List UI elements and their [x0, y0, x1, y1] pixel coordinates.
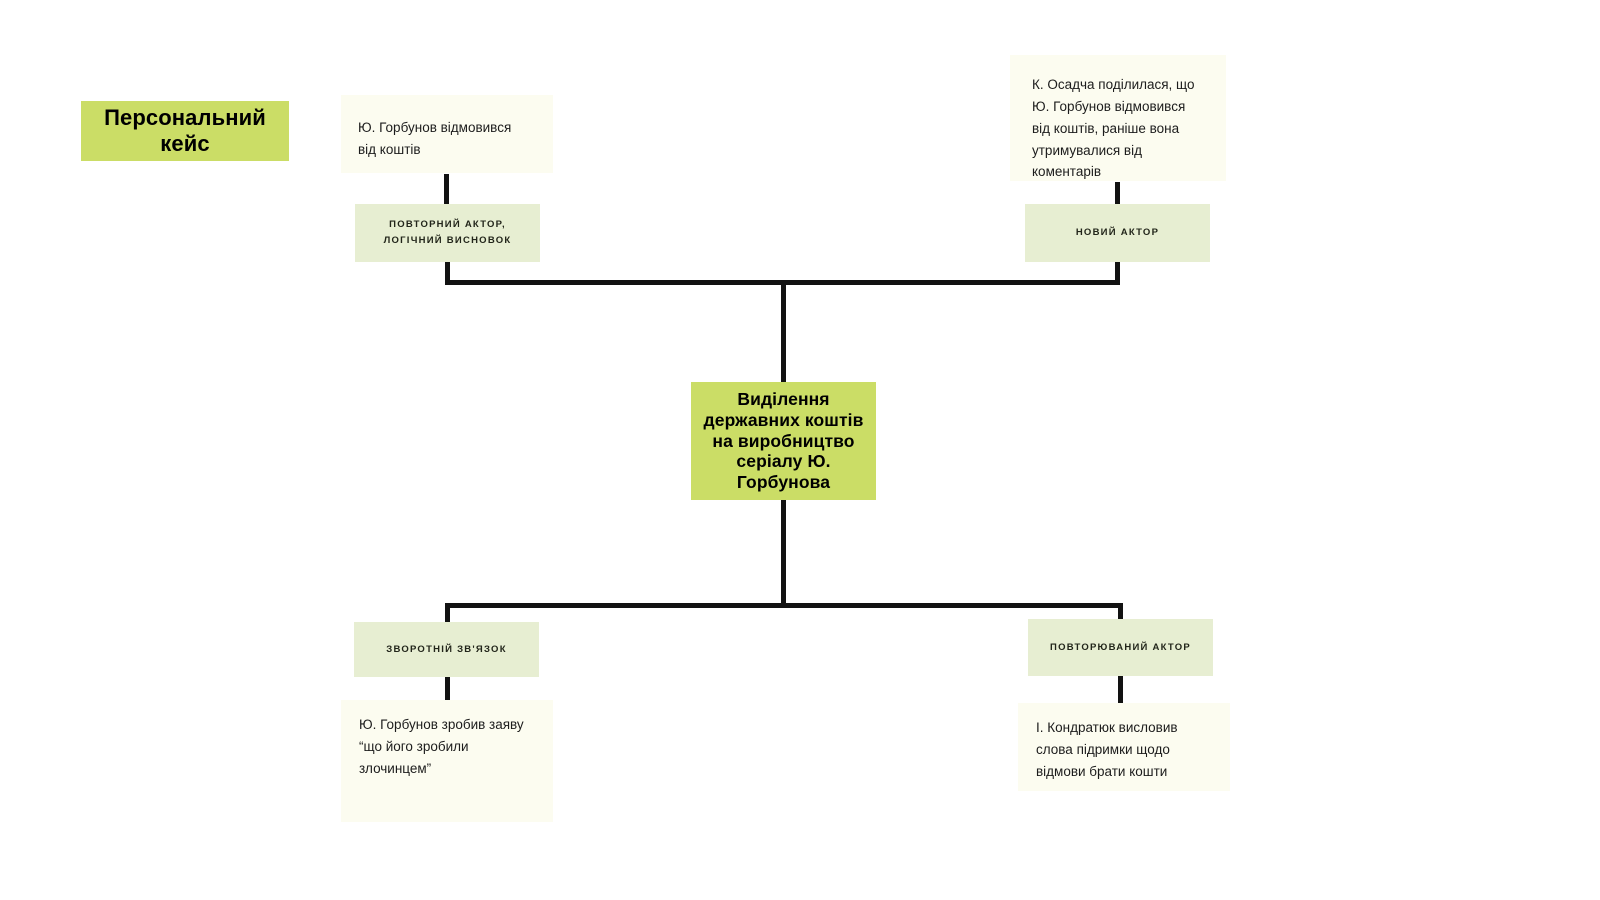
connector-feedback-to-statement	[445, 677, 450, 701]
connector-note-to-repeat-actor	[444, 174, 449, 204]
label-repeat-actor: ПОВТОРНИЙ АКТОР, ЛОГІЧНИЙ ВИСНОВОК	[355, 204, 540, 262]
connector-repeat-actor-drop	[445, 262, 450, 285]
label-new-actor: НОВИЙ АКТОР	[1025, 204, 1210, 262]
note-kondratyuk-support: І. Кондратюк висловив слова підримки щод…	[1018, 703, 1230, 791]
connector-lower-bus-to-repeated-actor	[1118, 603, 1123, 625]
connector-lower-bus	[445, 603, 1123, 608]
label-feedback: ЗВОРОТНІЙ ЗВ'ЯЗОК	[354, 622, 539, 677]
label-repeated-actor: ПОВТОРЮВАНИЙ АКТОР	[1028, 619, 1213, 676]
central-topic-box: Виділення державних коштів на виробництв…	[691, 382, 876, 500]
note-osadcha: К. Осадча поділилася, що Ю. Горбунов від…	[1010, 55, 1226, 181]
connector-repeated-actor-to-kondratyuk	[1118, 676, 1123, 703]
note-gorbunov-statement: Ю. Горбунов зробив заяву “що його зробил…	[341, 700, 553, 822]
connector-central-box-to-lower-bus	[781, 500, 786, 608]
page-title: Персональний кейс	[81, 101, 289, 161]
connector-bus-to-central-box	[781, 280, 786, 383]
note-gorbunov-refused: Ю. Горбунов відмовився від коштів	[341, 95, 553, 173]
connector-lower-bus-to-feedback	[445, 603, 450, 625]
connector-new-actor-drop	[1115, 262, 1120, 285]
connector-note-to-new-actor	[1115, 182, 1120, 204]
